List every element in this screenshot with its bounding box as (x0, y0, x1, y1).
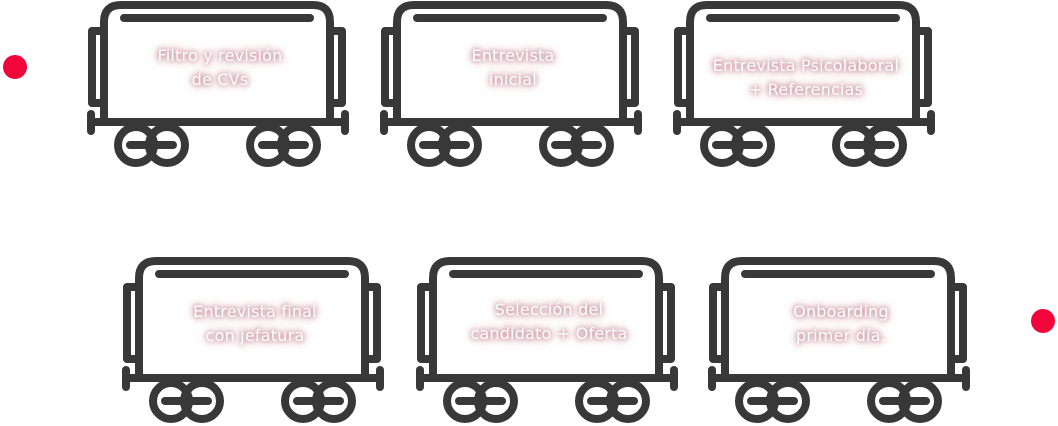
step-label: Selección del candidato + Oferta (436, 298, 662, 346)
step-1-filtro-revision-cvs: Filtro y revisión de CVs (87, 0, 351, 170)
step-label-line2: de CVs (191, 70, 249, 89)
step-label: Entrevista Psicolaboral + Referencias (679, 54, 933, 102)
step-label-line1: Onboarding (793, 302, 889, 321)
step-label-line2: + Referencias (748, 80, 864, 99)
step-label-line1: Filtro y revisión (157, 46, 283, 65)
step-3-entrevista-psicolaboral: Entrevista Psicolaboral + Referencias (673, 0, 937, 170)
step-label: Entrevista inicial (400, 44, 626, 92)
step-label-line2: inicial (489, 70, 537, 89)
step-label-line2: con jefatura (205, 326, 305, 345)
step-label: Filtro y revisión de CVs (107, 44, 333, 92)
step-label-line1: Selección del (494, 300, 604, 319)
step-label: Entrevista final con jefatura (142, 300, 368, 348)
step-label-line1: Entrevista final (193, 302, 317, 321)
step-label: Onboarding primer día. (728, 300, 954, 348)
step-label-line1: Entrevista (471, 46, 555, 65)
step-label-line2: primer día. (796, 326, 886, 345)
step-6-onboarding: Onboarding primer día. (708, 256, 972, 426)
step-label-line1: Entrevista Psicolaboral (712, 56, 900, 75)
start-marker-dot (3, 55, 27, 79)
step-4-entrevista-final: Entrevista final con jefatura (122, 256, 386, 426)
step-2-entrevista-inicial: Entrevista inicial (380, 0, 644, 170)
step-label-line2: candidato + Oferta (470, 324, 628, 343)
step-5-seleccion-candidato: Selección del candidato + Oferta (416, 256, 680, 426)
end-marker-dot (1031, 309, 1055, 333)
